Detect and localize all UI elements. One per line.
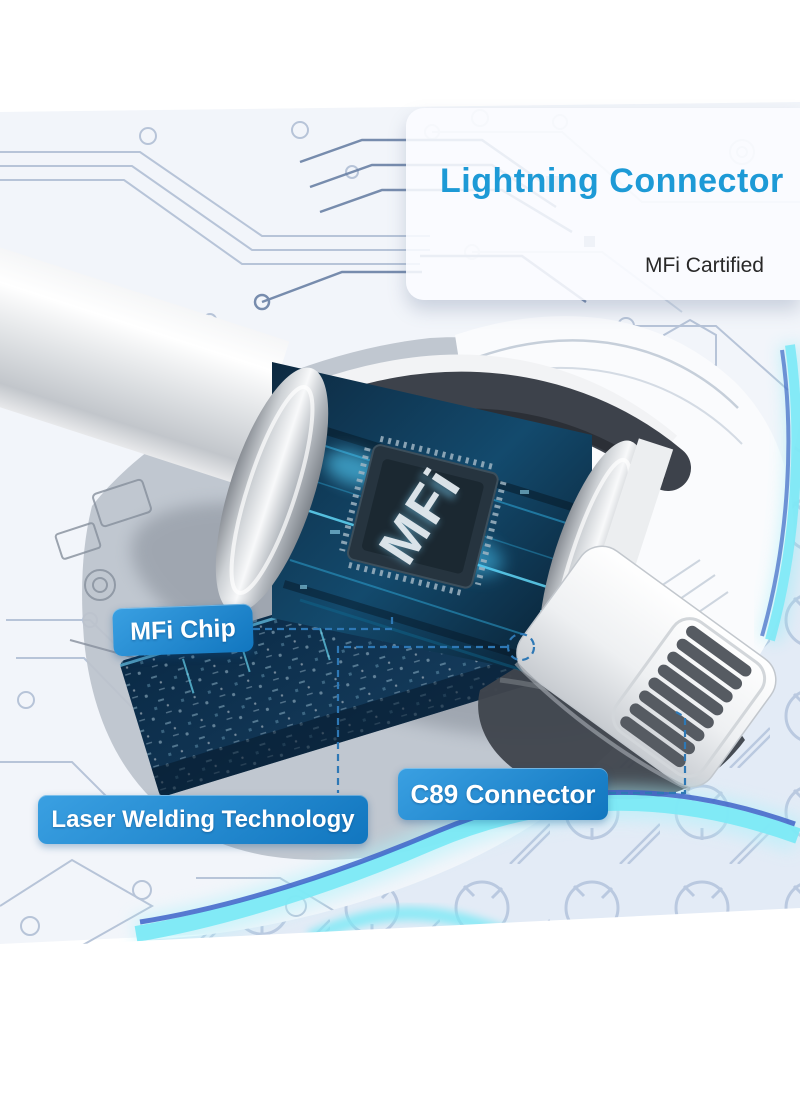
- mfi-chip-badge: MFi Chip: [112, 603, 254, 657]
- right-edge-glow: [759, 343, 800, 643]
- metal-ring-left: [215, 367, 329, 613]
- lightning-pins: [620, 625, 752, 768]
- certification-text: MFi Cartified: [644, 254, 764, 277]
- callout-line-c89: [585, 711, 687, 795]
- c89-connector-badge: C89 Connector: [398, 768, 608, 820]
- bottom-glow-band: [133, 785, 800, 951]
- laser-welding-badge: Laser Welding Technology: [38, 795, 368, 844]
- weld-point-circle: [506, 632, 536, 662]
- callout-line-mfi-chip: [253, 612, 394, 631]
- cable: [0, 227, 290, 487]
- page-title: Lightning Connector: [440, 162, 784, 200]
- callout-line-laser: [336, 645, 507, 793]
- bottom-white-edge: [0, 908, 800, 1096]
- mfi-chip-3d: MFi MFi: [339, 435, 507, 597]
- callout-lines: [253, 612, 687, 795]
- info-card: Lightning Connector MFi Cartified: [406, 108, 800, 300]
- lightning-tip: [514, 545, 777, 792]
